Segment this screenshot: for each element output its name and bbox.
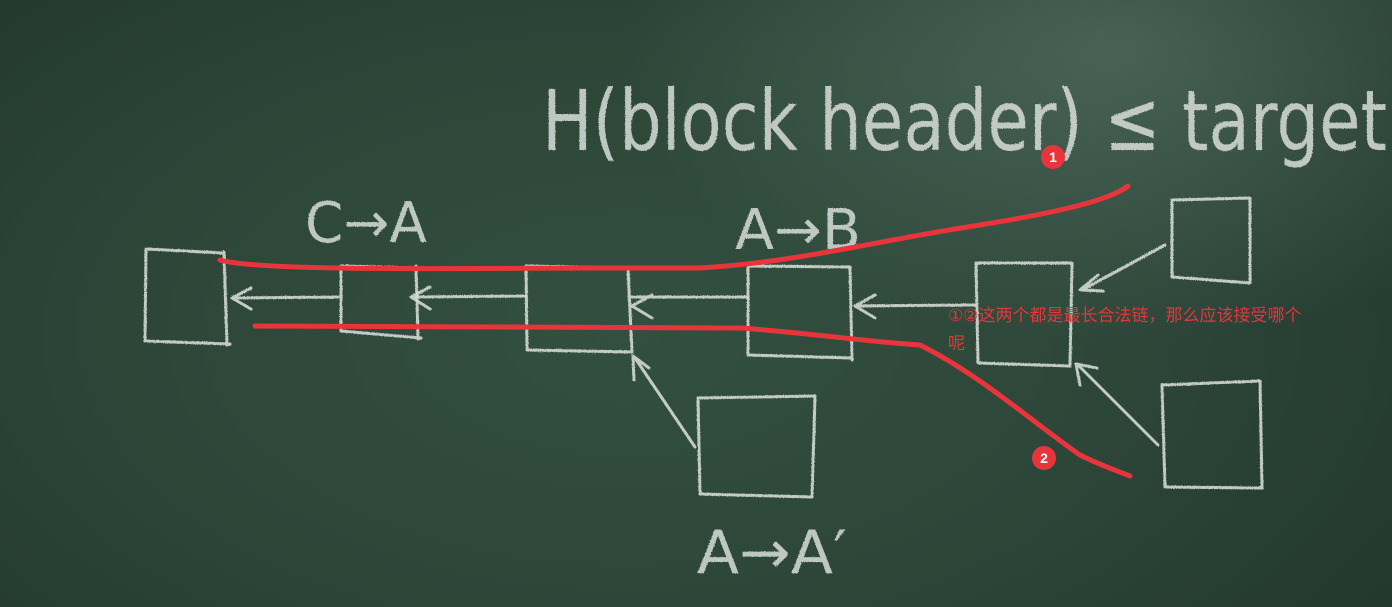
- badge-2: 2: [1032, 446, 1056, 470]
- red-line-chain-1: [217, 183, 1131, 272]
- label-a-to-a-prime: A→A′: [697, 518, 847, 588]
- arrow-block5-to-block4: [853, 293, 977, 320]
- label-a-to-b: A→B: [735, 198, 861, 263]
- block-fork-bottom: [696, 394, 817, 499]
- badge-1: 1: [1041, 145, 1065, 169]
- block-top-right: [1170, 196, 1252, 285]
- equation-text: H(block header) ≤ target: [542, 72, 1387, 170]
- block-4: [746, 264, 854, 362]
- block-1: [143, 247, 232, 347]
- block-3: [524, 264, 634, 354]
- label-c-to-a: C→A: [305, 191, 427, 256]
- arrow-block3-to-block2: [409, 285, 527, 311]
- block-5: [974, 261, 1074, 368]
- annotation-note-line-1: ①②这两个都是最长合法链，那么应该接受哪个: [948, 306, 1302, 326]
- block-bottom-right: [1160, 379, 1264, 490]
- arrow-block2-to-block1: [230, 286, 340, 311]
- arrow-bottom-right-to-block5: [1074, 362, 1160, 447]
- annotation-note-line-2: 呢: [948, 334, 965, 354]
- chalk-drawing: H(block header) ≤ target C→A A→B A→A′: [143, 72, 1387, 588]
- annotation-note: ①②这两个都是最长合法链，那么应该接受哪个 呢: [948, 302, 1301, 358]
- arrow-top-right-to-block5: [1078, 243, 1167, 293]
- arrow-block4-to-block3: [630, 293, 750, 320]
- arrow-fork-to-block3: [631, 354, 697, 449]
- red-line-chain-2: [252, 323, 1133, 479]
